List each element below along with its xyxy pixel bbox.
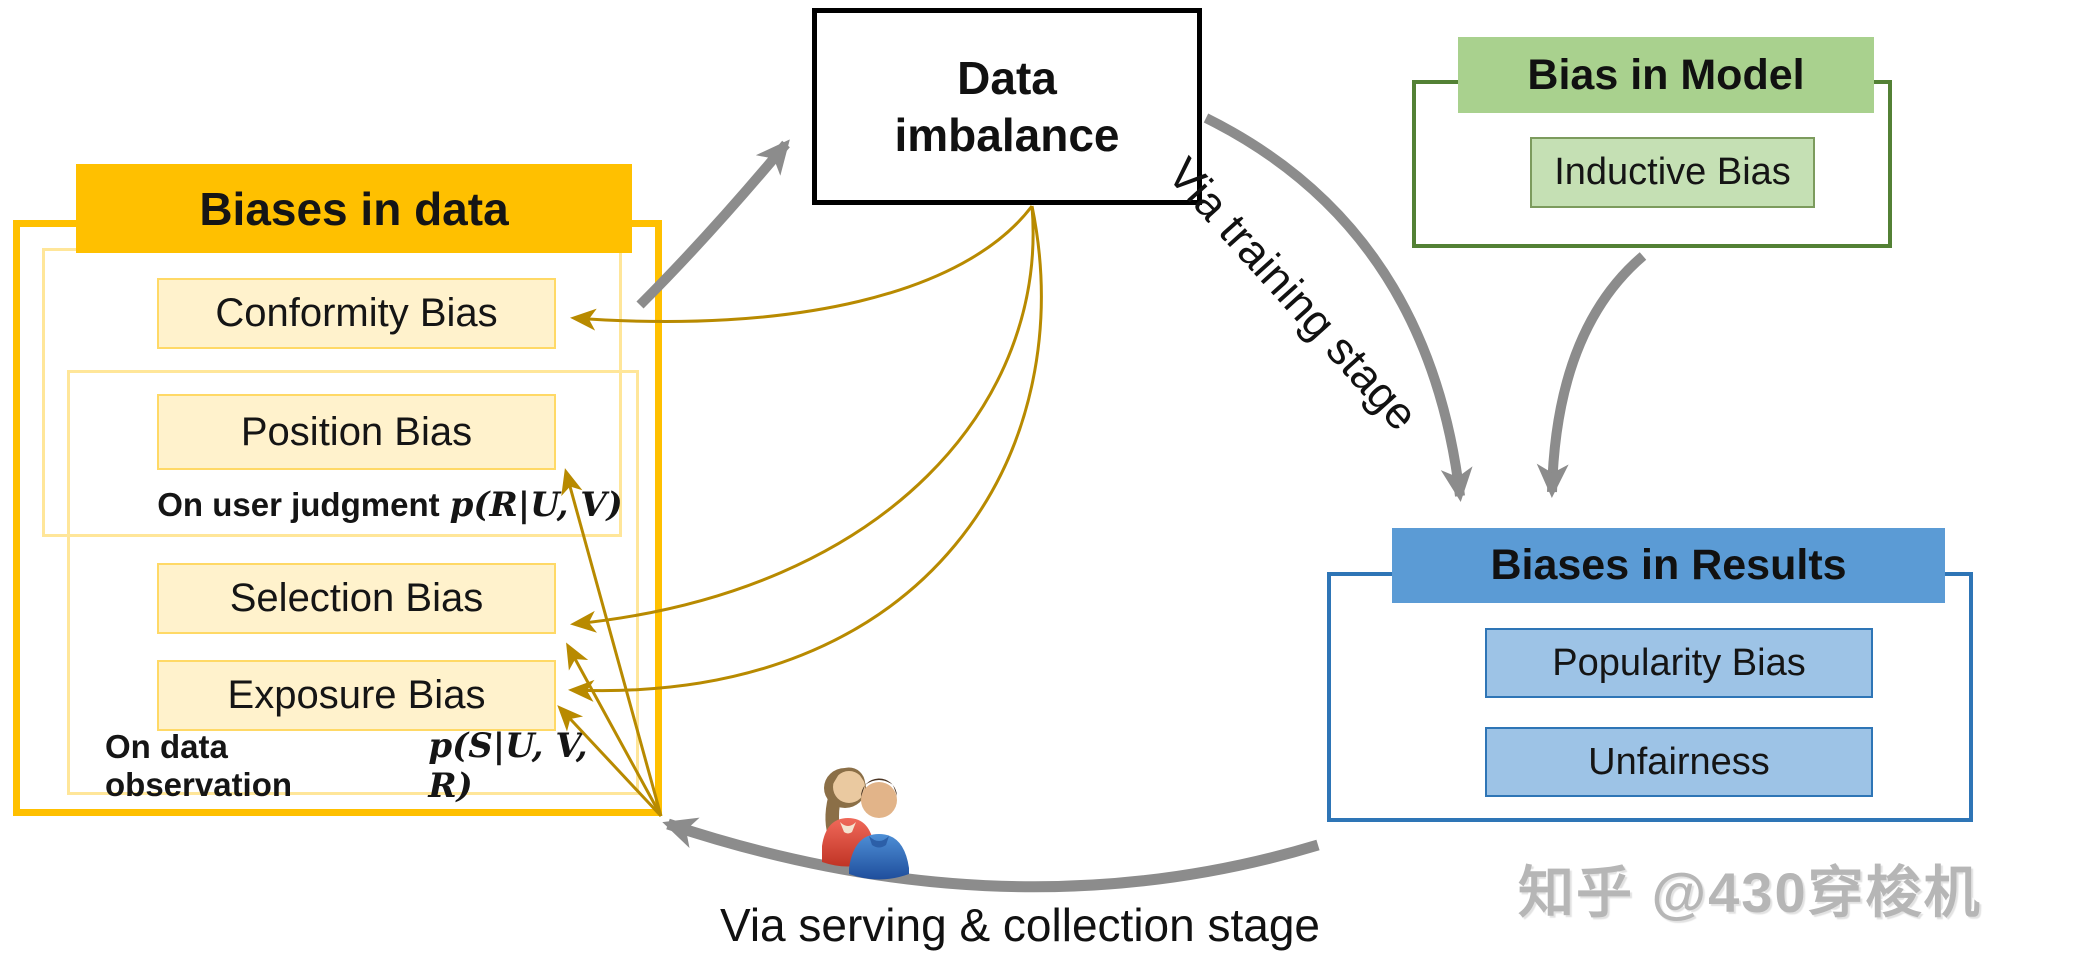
popularity-bias-box: Popularity Bias xyxy=(1485,628,1873,698)
conformity-bias-label: Conformity Bias xyxy=(215,291,498,335)
biases-in-data-header: Biases in data xyxy=(76,164,632,253)
data-imbalance-line1: Data xyxy=(957,51,1057,104)
inductive-bias-label: Inductive Bias xyxy=(1554,151,1791,193)
position-bias-box: Position Bias xyxy=(157,394,556,470)
biases-in-results-title: Biases in Results xyxy=(1490,541,1847,589)
selection-bias-label: Selection Bias xyxy=(229,576,484,620)
data-observation-caption-text: On data observation xyxy=(105,728,293,803)
selection-bias-box: Selection Bias xyxy=(157,563,556,634)
arrow-model-to-results xyxy=(1536,252,1647,498)
position-bias-label: Position Bias xyxy=(240,409,473,454)
data-imbalance-line2: imbalance xyxy=(894,108,1120,161)
data-observation-formula: p(S|U, V, R) xyxy=(428,726,588,806)
data-observation-caption: On data observation p(S|U, V, R) xyxy=(105,726,640,806)
user-judgment-formula: p(R|U, V) xyxy=(449,485,623,525)
popularity-bias-label: Popularity Bias xyxy=(1552,641,1806,684)
user-judgment-caption-text: On user judgment xyxy=(157,486,440,523)
unfairness-label: Unfairness xyxy=(1588,740,1770,783)
bias-in-model-title: Bias in Model xyxy=(1527,50,1805,99)
bias-in-model-header: Bias in Model xyxy=(1458,37,1874,113)
exposure-bias-label: Exposure Bias xyxy=(227,673,486,717)
user-judgment-caption: On user judgment p(R|U, V) xyxy=(150,483,630,527)
biases-in-data-title: Biases in data xyxy=(199,182,509,235)
people-icon xyxy=(822,767,909,880)
arrow-via-serving-collection xyxy=(662,817,1320,893)
biases-in-results-header: Biases in Results xyxy=(1392,528,1945,603)
via-training-stage-label: Via training stage xyxy=(1158,148,1429,440)
exposure-bias-box: Exposure Bias xyxy=(157,660,556,731)
via-serving-collection-stage-label: Via serving & collection stage xyxy=(719,899,1321,951)
inductive-bias-box: Inductive Bias xyxy=(1530,137,1815,208)
data-imbalance-box: Data imbalance xyxy=(812,8,1202,205)
zhihu-watermark: 知乎 @430穿梭机 xyxy=(1518,861,1982,924)
unfairness-box: Unfairness xyxy=(1485,727,1873,797)
conformity-bias-box: Conformity Bias xyxy=(157,278,556,349)
